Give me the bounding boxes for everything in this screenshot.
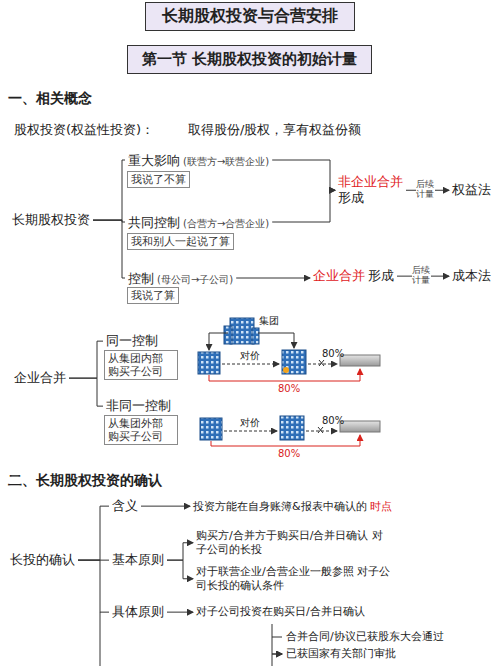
buyer-building bbox=[198, 352, 220, 374]
connector bbox=[69, 341, 103, 378]
topic: 共同控制(合营方→合营企业) bbox=[128, 212, 269, 232]
topic: 含义 bbox=[112, 498, 138, 514]
node-text: 企业合并 bbox=[14, 370, 66, 385]
topic: 基本原则 bbox=[112, 552, 164, 568]
connector bbox=[141, 506, 190, 507]
topic: 具体原则 bbox=[112, 604, 164, 620]
percent-label: 80% bbox=[322, 415, 344, 426]
node-text: (联营方→联营企业) bbox=[183, 156, 269, 167]
seller-building bbox=[282, 350, 306, 374]
topic-text: 合并合同/协议已获股东大会通过 bbox=[286, 630, 444, 644]
merger-illustration-1 bbox=[198, 318, 380, 381]
node-text: 权益法 bbox=[452, 182, 491, 197]
node-text: 我说了算 bbox=[131, 289, 175, 301]
node-text: 投资方能在自身账簿&报表中确认的 bbox=[193, 500, 367, 513]
node-text: (母公司→子公司) bbox=[157, 274, 233, 285]
topic-text: 已获国家有关部门审批 bbox=[286, 647, 396, 661]
node-text: 我和别人一起说了算 bbox=[131, 235, 230, 247]
node-text: 共同控制 bbox=[128, 215, 180, 230]
note-box: 我说了不算 bbox=[127, 171, 190, 188]
flow-label: 对价 bbox=[240, 416, 260, 430]
edge-label: 后续 计量 bbox=[412, 265, 431, 287]
connector bbox=[272, 190, 335, 222]
section-label: 一、相关概念 bbox=[8, 90, 92, 108]
node-text: 对于联营企业/合营企业一般参照 对子公司长投的确认条件 bbox=[196, 565, 390, 592]
node-text: 成本法 bbox=[452, 268, 491, 283]
topic: 同一控制 bbox=[106, 333, 158, 349]
connector bbox=[78, 506, 109, 560]
root-topic: 长期股权投资 bbox=[12, 212, 90, 228]
node-text: 已获国家有关部门审批 bbox=[286, 647, 396, 660]
topic: 非同一控制 bbox=[106, 398, 171, 414]
node-text: 非同一控制 bbox=[106, 398, 171, 413]
topic-text: 对子公司投资在购买日/合并日确认 bbox=[196, 605, 365, 619]
node-text: 我说了不算 bbox=[131, 173, 186, 185]
node-text: 从集团外部 购买子公司 bbox=[108, 417, 163, 442]
topic-text: 购买方/合并方于购买日/合并日确认 对子公司的长投 bbox=[196, 529, 391, 557]
note-box: 我和别人一起说了算 bbox=[127, 233, 234, 250]
flow-label: 对价 bbox=[240, 349, 260, 363]
section-label: 二、长期股权投资的确认 bbox=[8, 472, 162, 490]
connector bbox=[167, 612, 193, 613]
node-text: 合并合同/协议已获股东大会通过 bbox=[286, 630, 444, 643]
section-heading: 第一节 长期股权投资的初始计量 bbox=[127, 45, 372, 74]
root-topic: 长投的确认 bbox=[10, 552, 75, 568]
node-text: 重大影响 bbox=[128, 153, 180, 168]
connector bbox=[93, 160, 125, 220]
note-box: 从集团外部 购买子公司 bbox=[104, 415, 178, 445]
node-text: 非企业合并 bbox=[338, 174, 403, 190]
subsidiary-icon bbox=[340, 355, 380, 366]
connector bbox=[69, 378, 103, 406]
node-text: 从集团内部 购买子公司 bbox=[108, 352, 163, 377]
node-text: (合营方→合营企业) bbox=[183, 218, 269, 229]
topic: 重大影响(联营方→联营企业) bbox=[128, 150, 269, 170]
topic-text: 投资方能在自身账簿&报表中确认的时点 bbox=[193, 500, 392, 514]
topic: 企业合并形成 bbox=[313, 268, 394, 284]
note-box: 我说了算 bbox=[127, 287, 179, 304]
result-topic: 成本法 bbox=[452, 268, 491, 284]
node-text: 同一控制 bbox=[106, 333, 158, 348]
text-label: 股权投资(权益性投资)： bbox=[14, 121, 154, 139]
connector bbox=[272, 160, 335, 190]
merger-illustration-2 bbox=[200, 416, 380, 446]
topic-text: 对于联营企业/合营企业一般参照 对子公司长投的确认条件 bbox=[196, 565, 391, 593]
node-text: 对子公司投资在购买日/合并日确认 bbox=[196, 605, 365, 618]
result-topic: 权益法 bbox=[452, 182, 491, 198]
node-text: 形成 bbox=[338, 190, 403, 206]
node-text: 长投的确认 bbox=[10, 552, 75, 567]
connector bbox=[93, 220, 125, 278]
text-label: 取得股份/股权，享有权益份额 bbox=[188, 121, 361, 139]
node-text: 具体原则 bbox=[112, 604, 164, 619]
node-text: 含义 bbox=[112, 498, 138, 513]
node-text: 第一节 长期股权投资的初始计量 bbox=[142, 50, 357, 68]
percent-label: 80% bbox=[278, 448, 300, 459]
node-text: 基本原则 bbox=[112, 552, 164, 567]
node-text: 企业合并 bbox=[313, 268, 365, 283]
connector bbox=[236, 278, 310, 279]
root-topic: 企业合并 bbox=[14, 370, 66, 386]
connector bbox=[167, 543, 193, 560]
topic: 控制(母公司→子公司) bbox=[128, 268, 233, 288]
percent-label: 80% bbox=[322, 348, 344, 359]
node-text: 购买方/合并方于购买日/合并日确认 对子公司的长投 bbox=[196, 529, 383, 556]
node-text: 控制 bbox=[128, 271, 154, 286]
topic: 非企业合并形成 bbox=[338, 174, 403, 207]
connector bbox=[167, 560, 193, 579]
group-building bbox=[230, 318, 254, 344]
connector bbox=[78, 560, 109, 612]
title: 长期股权投资与合营安排 bbox=[145, 2, 355, 31]
note-box: 从集团内部 购买子公司 bbox=[104, 350, 178, 380]
bracket-lines bbox=[100, 612, 282, 666]
node-text: 长期股权投资 bbox=[12, 212, 90, 227]
percent-label: 80% bbox=[278, 383, 300, 394]
node-text: 形成 bbox=[368, 268, 394, 283]
icon-label: 集团 bbox=[259, 314, 279, 328]
edge-label: 后续 计量 bbox=[416, 179, 435, 201]
node-text: 时点 bbox=[370, 500, 392, 513]
